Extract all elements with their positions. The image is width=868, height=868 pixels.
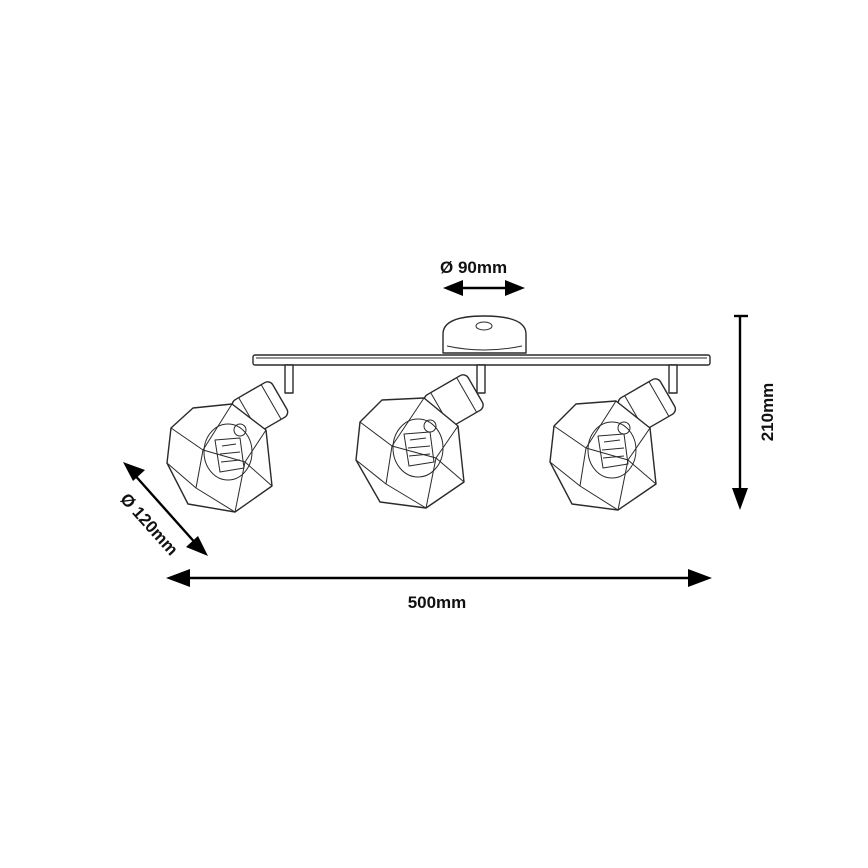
arrow-up-left-icon (123, 462, 145, 481)
base-diameter-label: Ø 90mm (440, 258, 507, 277)
base-diameter-dimension: Ø 90mm (440, 258, 525, 296)
arrow-left-icon (166, 569, 190, 587)
ceiling-canopy (442, 315, 527, 354)
arrow-down-icon (732, 488, 748, 510)
height-dimension: 210mm (732, 314, 777, 510)
shade-diameter-label: Ø 120mm (116, 490, 181, 560)
spot-lamp-right (549, 364, 678, 511)
height-label: 210mm (758, 383, 777, 442)
mounting-bar (252, 354, 711, 366)
width-dimension: 500mm (166, 569, 712, 612)
arrow-left-icon (443, 280, 463, 296)
spot-lamp-left (166, 364, 294, 513)
arrow-right-icon (505, 280, 525, 296)
arrow-down-right-icon (186, 536, 208, 556)
spot-lamp-center (355, 364, 486, 509)
arrow-right-icon (688, 569, 712, 587)
width-label: 500mm (408, 593, 467, 612)
